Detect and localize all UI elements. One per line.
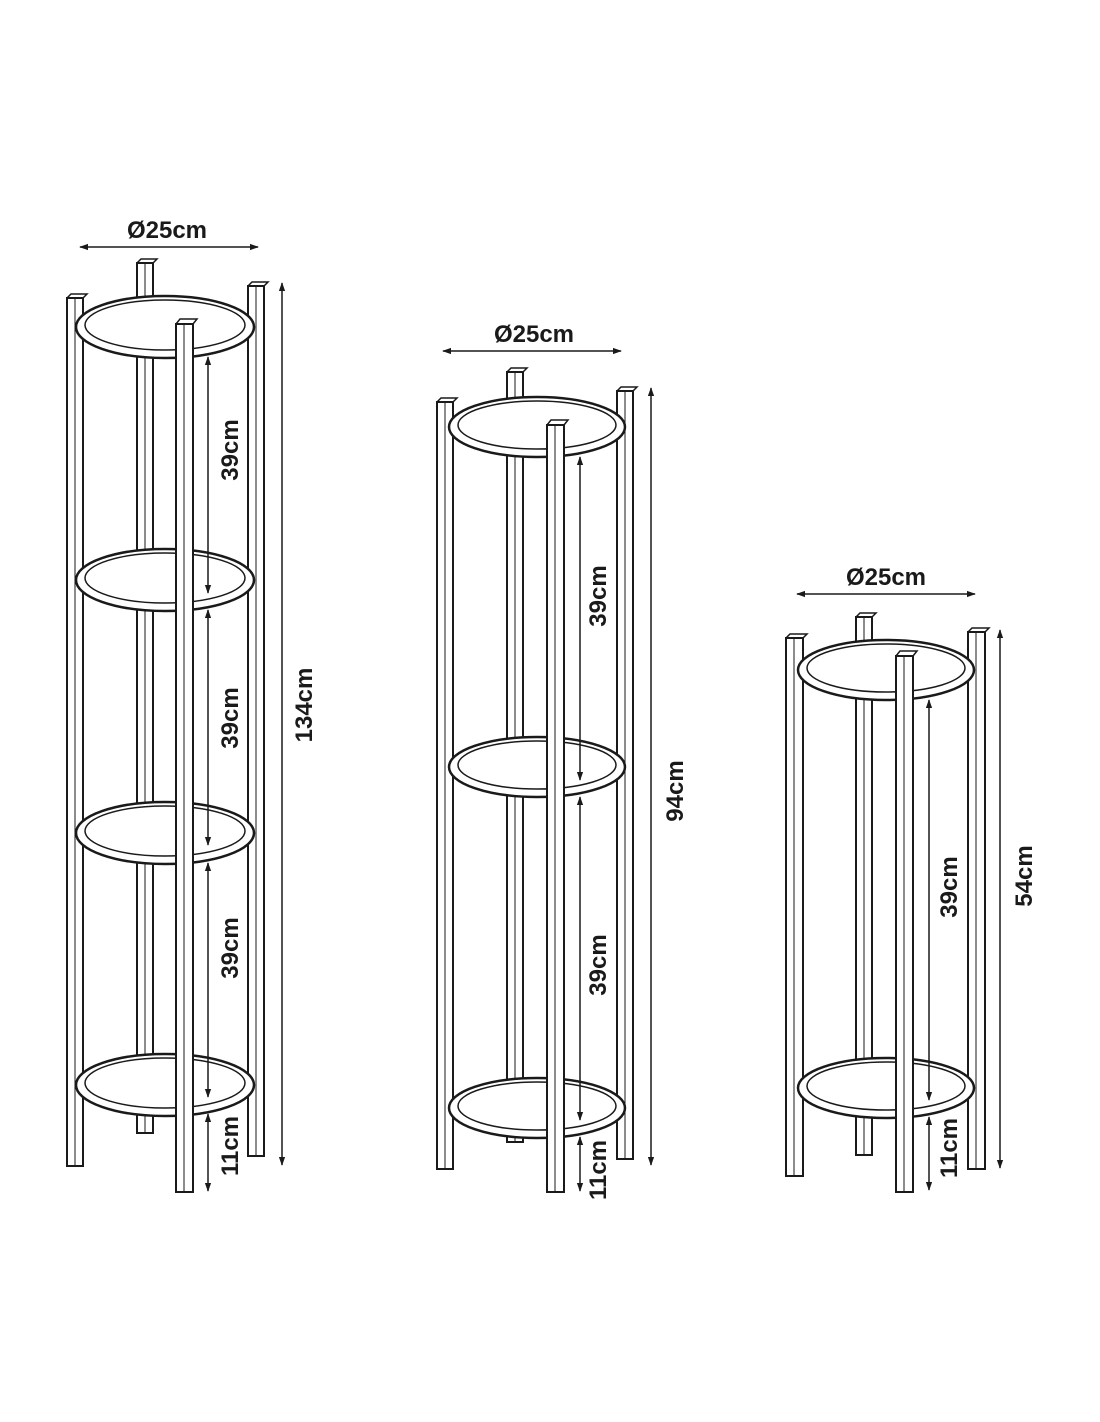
stand-94cm: Ø25cm 94cm 39cm 39cm 11cm xyxy=(436,321,689,1200)
stand2-diameter-label: Ø25cm xyxy=(494,321,574,348)
stand2-gap-label-1: 39cm xyxy=(585,565,612,626)
stand2-left-post xyxy=(436,397,459,1170)
stand2-right-post xyxy=(616,386,639,1160)
stand3-shelf-1 xyxy=(796,638,976,702)
stand3-diameter-label: Ø25cm xyxy=(846,564,926,591)
stand1-gap-label-1: 39cm xyxy=(217,419,244,480)
stand1-right-post xyxy=(247,281,270,1157)
stand3-right-post xyxy=(967,627,991,1170)
stand1-gap-label-3: 39cm xyxy=(217,917,244,978)
stand2-shelf-2 xyxy=(447,735,627,799)
stand1-shelf-2 xyxy=(74,547,256,613)
stand1-left-post xyxy=(66,293,89,1167)
stand3-gap-label-1: 39cm xyxy=(936,856,963,917)
stand1-shelf-4 xyxy=(74,1052,256,1118)
stand1-shelf-1 xyxy=(74,294,256,360)
stand3-front-post xyxy=(895,650,919,1193)
stand3-base-label: 11cm xyxy=(936,1118,963,1178)
stand1-diameter-label: Ø25cm xyxy=(127,217,207,244)
stand3-shelf-2 xyxy=(796,1056,976,1120)
stand2-shelf-3 xyxy=(447,1076,627,1140)
stand2-front-post xyxy=(546,419,570,1193)
stand3-height-label: 54cm xyxy=(1011,845,1038,906)
stand1-shelf-3 xyxy=(74,800,256,866)
stand2-shelf-1 xyxy=(447,395,627,459)
stand-54cm: Ø25cm 54cm 39cm 11cm xyxy=(785,564,1038,1193)
stand1-front-post xyxy=(175,318,199,1193)
stand1-height-label: 134cm xyxy=(291,668,318,743)
stand2-base-label: 11cm xyxy=(585,1140,612,1200)
stand2-height-label: 94cm xyxy=(662,760,689,821)
stand-134cm: Ø25cm 134cm 39cm 39cm 39cm 11cm xyxy=(66,217,318,1193)
stand2-gap-label-2: 39cm xyxy=(585,934,612,995)
stand1-gap-label-2: 39cm xyxy=(217,687,244,748)
stand3-left-post xyxy=(785,633,809,1177)
stand1-base-label: 11cm xyxy=(217,1116,244,1176)
stand1-back-post xyxy=(136,258,159,1134)
